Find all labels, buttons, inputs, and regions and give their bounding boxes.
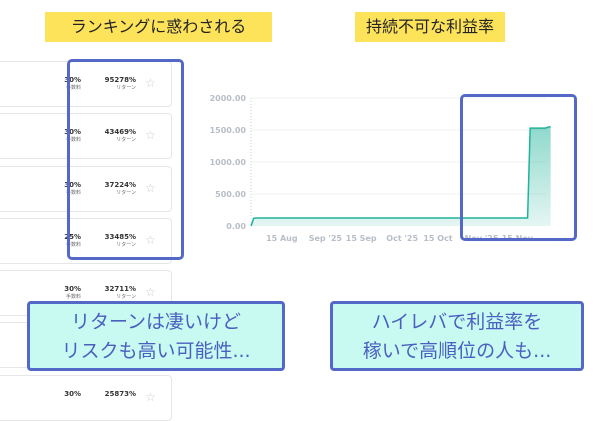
y-tick-label: 2000.00 xyxy=(210,94,247,103)
callout-line: ハイレバで利益率を xyxy=(371,311,543,333)
caption-unsustainable: 持続不可な利益率 xyxy=(355,12,505,42)
fee-value: 30% xyxy=(64,128,81,136)
x-tick-label: 15 Oct xyxy=(423,234,452,243)
fee-value: 30% xyxy=(64,181,81,189)
callout-leverage: ハイレバで利益率を 稼いで高順位の人も... xyxy=(330,301,584,371)
series-line xyxy=(250,126,551,227)
highlight-returns xyxy=(67,59,184,260)
fee: 30% xyxy=(41,390,81,398)
ranking-row[interactable]: 30%手数料 43469%リターン ☆ xyxy=(0,113,172,159)
return-value: 95278% xyxy=(104,76,136,84)
y-tick-label: 0.00 xyxy=(226,222,246,231)
return: 43469%リターン xyxy=(81,128,136,143)
y-tick-label: 1500.00 xyxy=(210,126,247,135)
star-icon[interactable]: ☆ xyxy=(145,233,156,247)
y-tick-label: 1000.00 xyxy=(210,158,247,167)
return-label: リターン xyxy=(116,85,136,91)
return: 32711%リターン xyxy=(81,285,136,300)
fee-value: 30% xyxy=(64,285,81,293)
star-icon[interactable]: ☆ xyxy=(145,285,156,299)
star-icon[interactable]: ☆ xyxy=(145,181,156,195)
callout-line: リターンは凄いけど xyxy=(70,311,242,333)
ranking-row[interactable]: 25%手数料 33485%リターン ☆ xyxy=(0,218,172,264)
return: 25873% xyxy=(81,390,136,398)
fee: 30%手数料 xyxy=(41,76,81,91)
return-label: リターン xyxy=(116,294,136,300)
return-value: 43469% xyxy=(104,128,136,136)
fee-value: 25% xyxy=(64,233,81,241)
highlight-spike xyxy=(460,94,577,241)
return-label: リターン xyxy=(116,242,136,248)
return-value: 37224% xyxy=(104,181,136,189)
fee-label: 手数料 xyxy=(65,85,81,91)
fee-label: 手数料 xyxy=(65,137,81,143)
fee-value: 30% xyxy=(64,76,81,84)
fee: 30%手数料 xyxy=(41,181,81,196)
return: 37224%リターン xyxy=(81,181,136,196)
x-tick-label: Oct '25 xyxy=(386,234,418,243)
return: 33485%リターン xyxy=(81,233,136,248)
fee: 30%手数料 xyxy=(41,285,81,300)
y-tick-label: 500.00 xyxy=(215,190,246,199)
callout-risk: リターンは凄いけど リスクも高い可能性... xyxy=(27,301,285,371)
return-value: 25873% xyxy=(104,390,136,398)
ranking-row[interactable]: 30%手数料 37224%リターン ☆ xyxy=(0,166,172,212)
return-value: 33485% xyxy=(104,233,136,241)
fee-label: 手数料 xyxy=(65,242,81,248)
x-tick-label: 15 Sep xyxy=(346,234,377,243)
star-icon[interactable]: ☆ xyxy=(145,128,156,142)
fee-label: 手数料 xyxy=(65,190,81,196)
star-icon[interactable]: ☆ xyxy=(145,390,156,404)
x-tick-label: Sep '25 xyxy=(309,234,343,243)
fee: 25%手数料 xyxy=(41,233,81,248)
callout-line: 稼いで高順位の人も... xyxy=(362,340,552,362)
return-label: リターン xyxy=(116,190,136,196)
fee-label: 手数料 xyxy=(65,294,81,300)
return-label: リターン xyxy=(116,137,136,143)
star-icon[interactable]: ☆ xyxy=(145,76,156,90)
caption-ranking: ランキングに惑わされる xyxy=(45,12,272,42)
x-tick-label: 15 Aug xyxy=(266,234,298,243)
return: 95278%リターン xyxy=(81,76,136,91)
fee-value: 30% xyxy=(64,390,81,398)
fee: 30%手数料 xyxy=(41,128,81,143)
return-value: 32711% xyxy=(104,285,136,293)
callout-line: リスクも高い可能性... xyxy=(61,340,251,362)
